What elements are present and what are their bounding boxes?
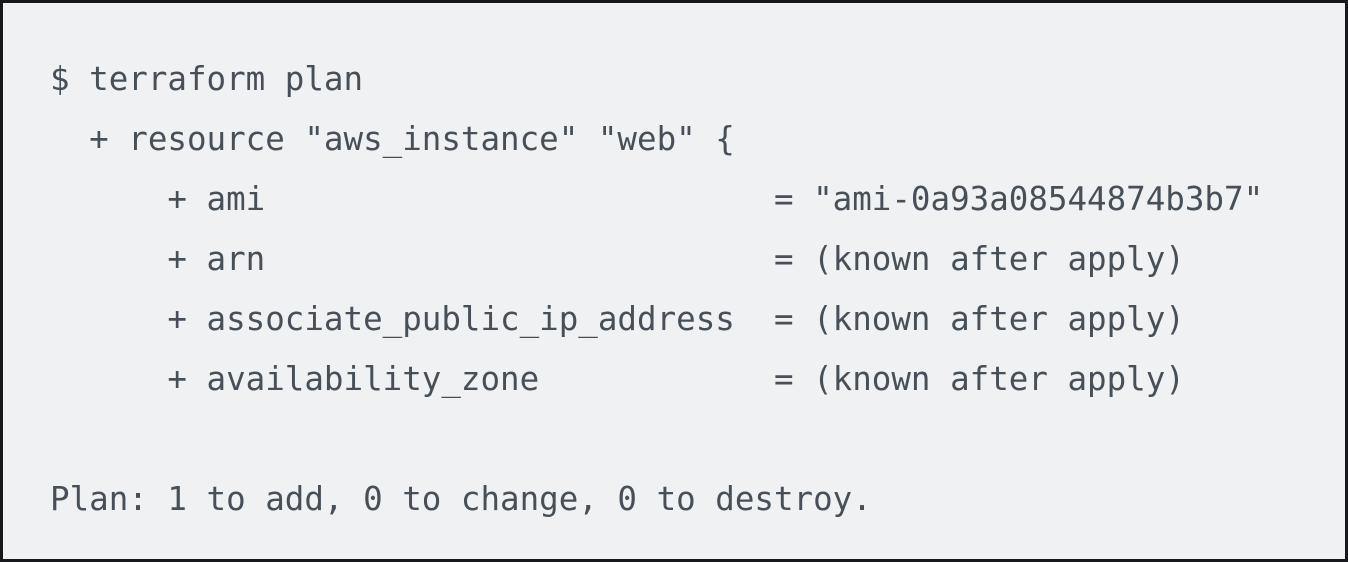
attribute-line-associate-public-ip-address: + associate_public_ip_address = (known a… <box>50 300 1185 338</box>
resource-header-line: + resource "aws_instance" "web" { <box>50 120 735 158</box>
attribute-line-ami: + ami = "ami-0a93a08544874b3b7" <box>50 180 1264 218</box>
blank-line <box>50 409 1329 469</box>
prompt-line: $ terraform plan <box>50 60 364 98</box>
attribute-line-availability-zone: + availability_zone = (known after apply… <box>50 360 1185 398</box>
plan-summary-line: Plan: 1 to add, 0 to change, 0 to destro… <box>50 480 872 518</box>
terminal-output: $ terraform plan + resource "aws_instanc… <box>3 3 1345 539</box>
attribute-line-arn: + arn = (known after apply) <box>50 240 1185 278</box>
